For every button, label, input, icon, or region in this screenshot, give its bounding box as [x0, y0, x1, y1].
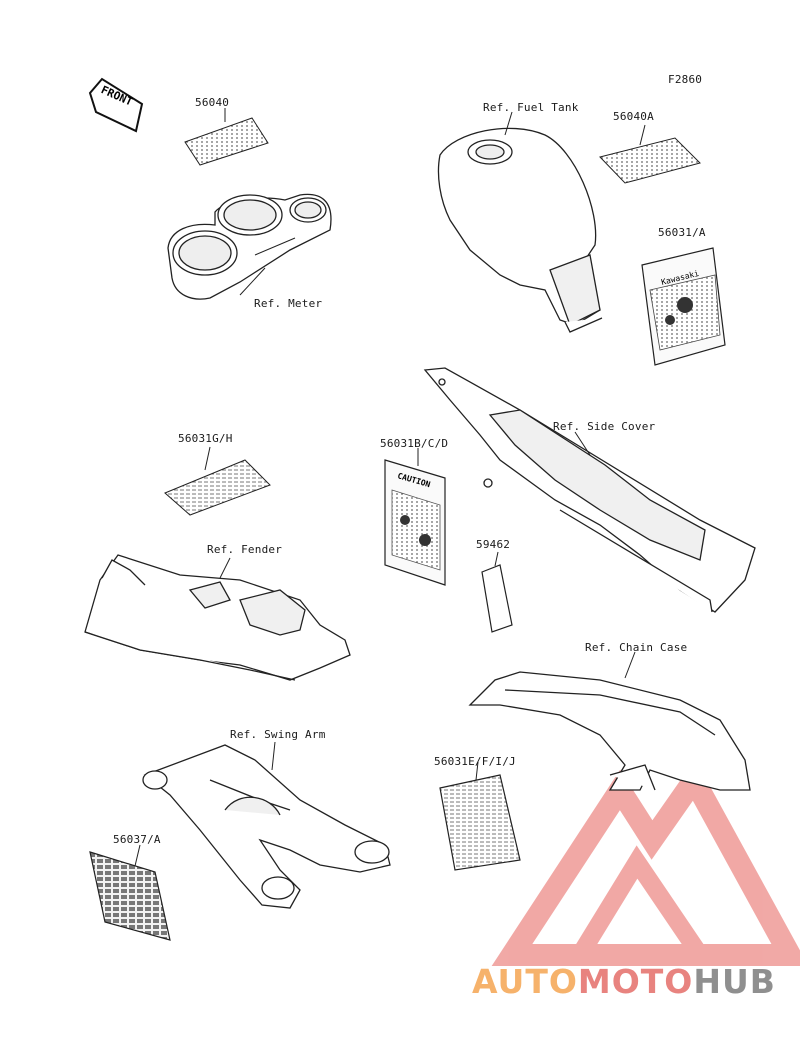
front-arrow-icon: FRONT — [88, 77, 144, 133]
watermark-moto: MOTO — [577, 962, 694, 1001]
chain-case-part — [468, 671, 751, 791]
label-59462: 59462 — [476, 538, 511, 551]
label-ref-fuel-tank: Ref. Fuel Tank — [483, 101, 579, 114]
figure-code: F2860 — [668, 73, 703, 86]
label-56031efij: 56031E/F/I/J — [434, 755, 516, 768]
label-ref-side-cover: Ref. Side Cover — [553, 420, 656, 433]
label-ref-meter: Ref. Meter — [254, 297, 323, 310]
label-56040: 56040 — [195, 96, 230, 109]
side-cover-part — [423, 367, 756, 613]
meter-part — [167, 193, 332, 300]
sticker-56040a — [599, 137, 701, 184]
label-56031gh: 56031G/H — [178, 432, 233, 445]
sticker-56031gh — [164, 459, 271, 516]
part-59462 — [481, 564, 513, 633]
swing-arm-part — [142, 744, 391, 909]
sticker-56031a: Kawasaki — [641, 247, 726, 366]
sticker-56031efij — [439, 774, 521, 871]
watermark-text: AUTOMOTOHUB — [472, 962, 776, 1001]
sticker-56037a — [89, 851, 171, 941]
fuel-tank-part — [437, 127, 603, 333]
sticker-56040 — [184, 117, 269, 166]
watermark-hub: HUB — [693, 962, 776, 1001]
label-ref-fender: Ref. Fender — [207, 543, 283, 556]
label-56037a: 56037/A — [113, 833, 161, 846]
label-56040a: 56040A — [613, 110, 654, 123]
watermark-auto: AUTO — [472, 962, 578, 1001]
watermark-logo-icon — [491, 759, 800, 966]
label-56031a: 56031/A — [658, 226, 706, 239]
label-ref-swing-arm: Ref. Swing Arm — [230, 728, 326, 741]
label-56031bcd: 56031B/C/D — [380, 437, 449, 450]
sticker-56031bcd: CAUTION — [384, 459, 446, 586]
label-ref-chain-case: Ref. Chain Case — [585, 641, 688, 654]
fender-part — [84, 554, 351, 681]
